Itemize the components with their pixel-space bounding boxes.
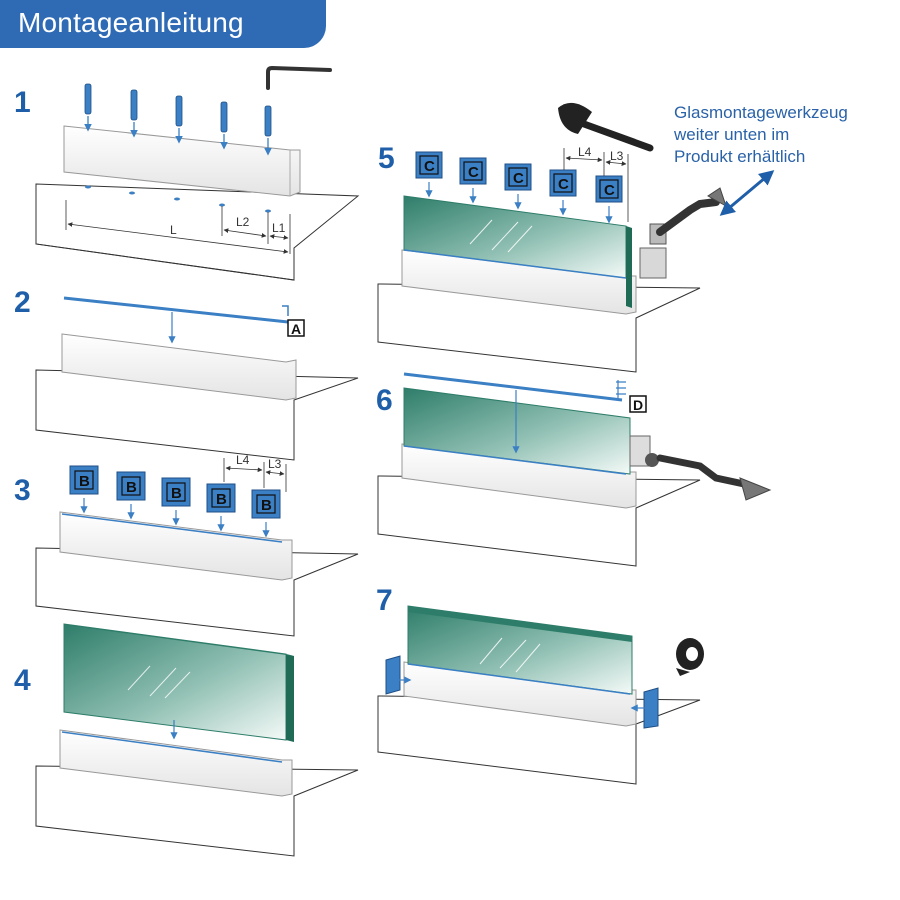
step-2: 2 A [14, 286, 359, 461]
step-4: 4 [14, 623, 359, 857]
step-3: 3 B B B B B L4 L3 [14, 453, 359, 637]
part-a-badge [287, 319, 305, 337]
svg-text:B: B [171, 485, 182, 502]
step-7: 7 [376, 584, 704, 785]
step-number: 4 [14, 664, 31, 697]
step-number: 7 [376, 584, 393, 617]
step-number: 3 [14, 474, 31, 507]
svg-text:B: B [126, 479, 137, 496]
tool-note-line: Glasmontagewerkzeug [674, 103, 848, 122]
profile [61, 333, 297, 401]
svg-text:C: C [604, 182, 615, 199]
glass-panel [63, 623, 287, 741]
part-d-badge [629, 395, 647, 413]
svg-text:B: B [216, 491, 227, 508]
step-number: 1 [14, 86, 31, 119]
part-label: A [291, 321, 301, 337]
arrow-icon [719, 170, 775, 216]
profile [63, 125, 301, 197]
step-6: 6 D [376, 372, 772, 567]
wedges-c: C C C C C [415, 151, 623, 203]
profile [59, 729, 293, 797]
base-slab [35, 183, 360, 281]
tool-note-line: weiter unten im [673, 125, 789, 144]
profile [59, 511, 293, 581]
hammer-icon [558, 102, 654, 152]
dimension-label: L4 [578, 145, 592, 159]
svg-text:C: C [468, 164, 479, 181]
glass-tool-icon [639, 187, 727, 279]
step-number: 6 [376, 384, 393, 417]
svg-text:C: C [513, 170, 524, 187]
tape-roll-icon [676, 638, 704, 676]
screws [84, 83, 272, 137]
tool-note-line: Produkt erhältlich [674, 147, 805, 166]
step-number: 2 [14, 286, 31, 319]
dimension-label: L3 [268, 457, 282, 471]
dimension-label: L2 [236, 215, 250, 229]
step-5: 5 C C C C C L4 L3 [377, 102, 848, 373]
seal-strip [63, 296, 289, 324]
end-cap [643, 687, 659, 729]
dimension-label: L1 [272, 221, 286, 235]
seal-strip [403, 372, 623, 402]
dimension-label: L4 [236, 453, 250, 467]
step-1: 1 [14, 65, 360, 281]
part-label: D [633, 397, 643, 413]
step-number: 5 [378, 142, 395, 175]
dimension-label: L [170, 223, 177, 237]
svg-text:B: B [79, 473, 90, 490]
glass-tool-icon [629, 435, 772, 501]
svg-text:C: C [558, 176, 569, 193]
wedges-b: B B B B B [69, 465, 281, 519]
allen-key-icon [266, 65, 332, 90]
svg-text:B: B [261, 497, 272, 514]
dimension-label: L3 [610, 149, 624, 163]
end-cap [385, 655, 401, 695]
page-title: Montageanleitung [0, 0, 326, 48]
svg-text:C: C [424, 158, 435, 175]
